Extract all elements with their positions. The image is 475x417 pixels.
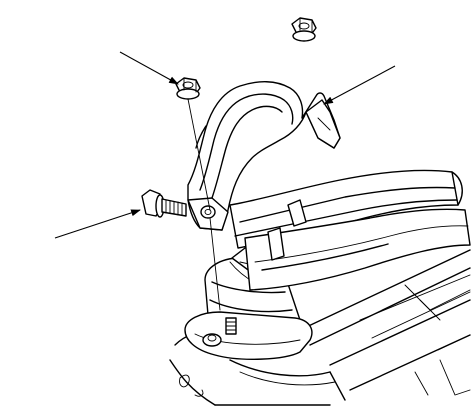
alignment-lines — [187, 98, 221, 311]
spare-flange-nut — [291, 17, 317, 42]
callout-flange-nut — [119, 51, 179, 85]
exhaust-pipe — [229, 169, 471, 291]
callout-bolt — [54, 209, 141, 239]
flange-nut — [175, 77, 201, 100]
bolt — [141, 189, 187, 218]
callout-leaders — [54, 51, 396, 239]
bracket — [187, 81, 341, 231]
lower-frame — [169, 249, 471, 406]
callout-bracket — [323, 65, 396, 105]
